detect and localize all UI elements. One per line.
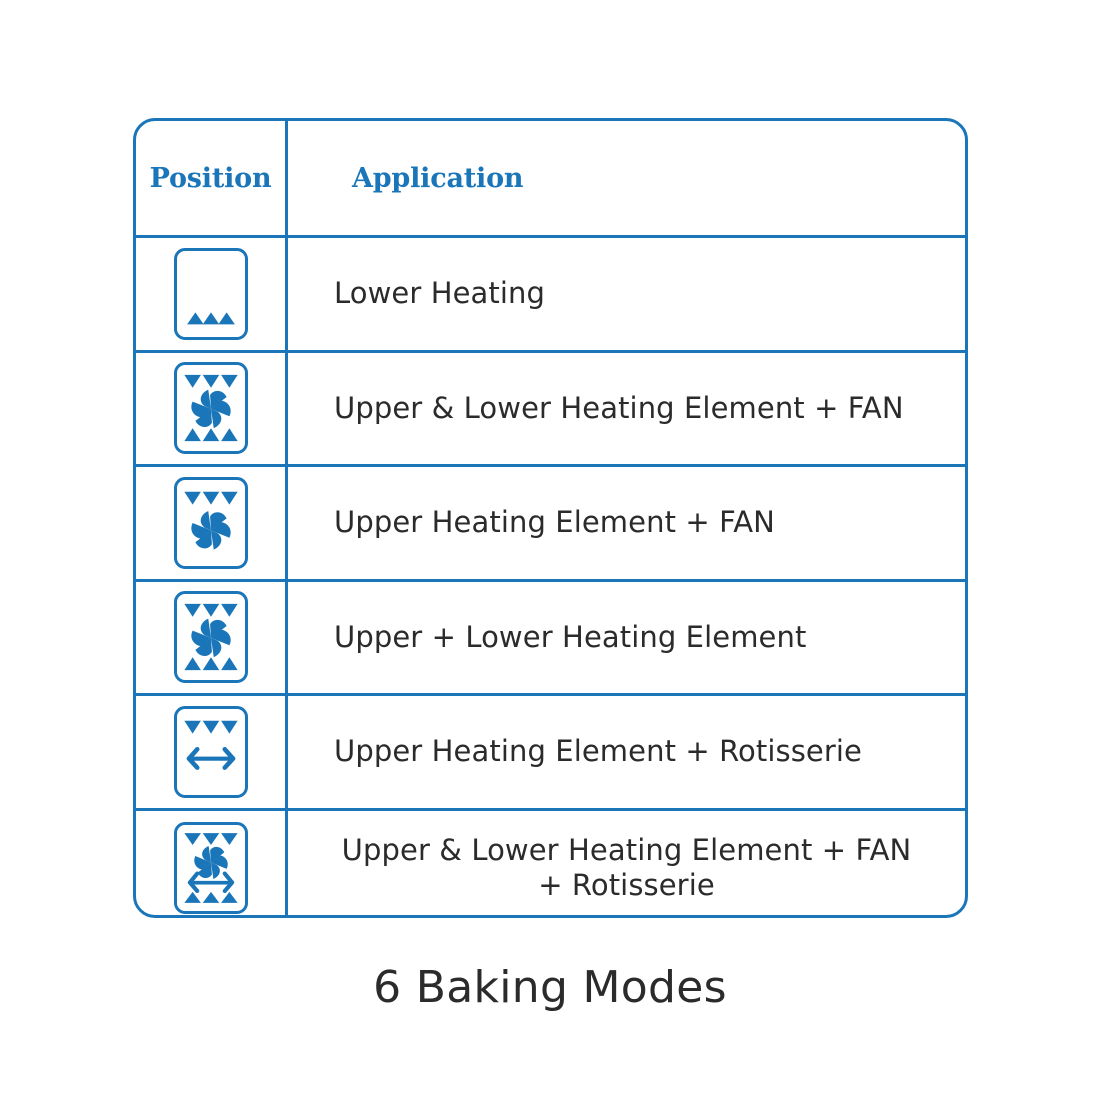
position-cell bbox=[136, 352, 288, 464]
application-cell: Upper + Lower Heating Element bbox=[288, 582, 965, 694]
position-cell bbox=[136, 810, 288, 915]
upper-lower-heating-fan-rotisserie-icon bbox=[173, 822, 248, 914]
table-row: Upper & Lower Heating Element + FAN bbox=[136, 352, 965, 467]
application-cell: Upper & Lower Heating Element + FAN bbox=[288, 353, 965, 465]
application-cell: Upper Heating Element + FAN bbox=[288, 467, 965, 579]
application-label-line1: Upper & Lower Heating Element + FAN bbox=[341, 832, 912, 867]
application-label: Upper + Lower Heating Element bbox=[334, 619, 807, 654]
upper-heating-fan-icon bbox=[173, 476, 248, 569]
table-row: Lower Heating bbox=[136, 238, 965, 353]
baking-modes-table: Position Application bbox=[133, 118, 968, 918]
column-header-position: Position bbox=[149, 162, 272, 194]
lower-heating-icon bbox=[173, 247, 248, 340]
position-cell bbox=[136, 696, 288, 808]
position-cell bbox=[136, 238, 288, 350]
table-row: Upper Heating Element + Rotisserie bbox=[136, 696, 965, 811]
header-cell-application: Application bbox=[288, 121, 965, 235]
upper-lower-heating-fan-icon bbox=[173, 362, 248, 455]
application-cell: Upper & Lower Heating Element + FAN + Ro… bbox=[288, 811, 965, 916]
position-cell bbox=[136, 581, 288, 693]
position-cell bbox=[136, 467, 288, 579]
application-label: Upper & Lower Heating Element + FAN bbox=[334, 390, 904, 425]
application-label: Upper Heating Element + Rotisserie bbox=[334, 734, 862, 769]
application-cell: Lower Heating bbox=[288, 238, 965, 350]
application-label-line2: + Rotisserie bbox=[538, 868, 715, 902]
upper-heating-rotisserie-icon bbox=[173, 705, 248, 798]
application-label: Lower Heating bbox=[334, 276, 546, 311]
table-header-row: Position Application bbox=[136, 121, 965, 238]
figure-caption: 6 Baking Modes bbox=[373, 962, 727, 1013]
table-row: Upper & Lower Heating Element + FAN + Ro… bbox=[136, 810, 965, 916]
application-label: Upper Heating Element + FAN bbox=[334, 505, 775, 540]
upper-lower-heating-icon bbox=[173, 591, 248, 684]
table-row: Upper + Lower Heating Element bbox=[136, 581, 965, 696]
table-row: Upper Heating Element + FAN bbox=[136, 467, 965, 582]
header-cell-position: Position bbox=[136, 121, 288, 235]
column-header-application: Application bbox=[352, 162, 524, 194]
application-label-multiline: Upper & Lower Heating Element + FAN + Ro… bbox=[334, 833, 945, 904]
application-cell: Upper Heating Element + Rotisserie bbox=[288, 696, 965, 808]
